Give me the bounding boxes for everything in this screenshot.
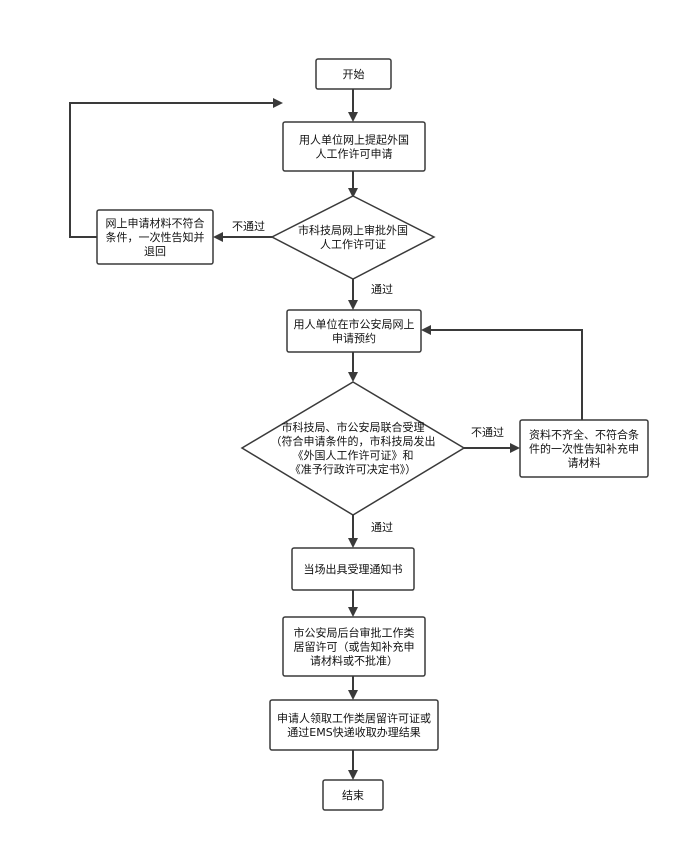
node-reserve: 用人单位在市公安局网上申请预约 bbox=[286, 309, 422, 353]
node-reject-text: 网上申请材料不符合条件，一次性告知并退回 bbox=[106, 216, 205, 258]
text-line: 市科技局网上审批外国 bbox=[298, 223, 408, 237]
node-apply-online-text: 用人单位网上提起外国人工作许可申请 bbox=[299, 133, 409, 161]
text-line: 当场出具受理通知书 bbox=[304, 562, 403, 576]
node-start-text: 开始 bbox=[343, 67, 365, 81]
node-collect: 申请人领取工作类居留许可证或通过EMS快递收取办理结果 bbox=[269, 699, 439, 751]
text-line: 请材料或不批准） bbox=[310, 654, 398, 668]
node-police-review: 市公安局后台审批工作类居留许可（或告知补充申请材料或不批准） bbox=[282, 616, 426, 677]
text-line: 居留许可（或告知补充申 bbox=[294, 640, 415, 654]
label-fail-joint: 不通过 bbox=[471, 426, 504, 439]
text-line: 市科技局、市公安局联合受理 bbox=[282, 420, 425, 434]
node-review-decision: 市科技局网上审批外国人工作许可证 bbox=[270, 195, 436, 280]
text-line: 条件，一次性告知并 bbox=[106, 230, 205, 244]
text-line: 用人单位在市公安局网上 bbox=[294, 317, 415, 331]
text-line: 结束 bbox=[342, 789, 364, 802]
node-notice: 当场出具受理通知书 bbox=[291, 547, 415, 591]
connectors bbox=[69, 89, 583, 780]
text-line: 人工作许可申请 bbox=[316, 148, 393, 161]
text-line: （符合申请条件的，市科技局发出 bbox=[271, 434, 436, 448]
node-notice-text: 当场出具受理通知书 bbox=[304, 562, 403, 576]
node-review-decision-text: 市科技局网上审批外国人工作许可证 bbox=[298, 223, 408, 251]
label-fail-review: 不通过 bbox=[232, 220, 265, 233]
node-reserve-text: 用人单位在市公安局网上申请预约 bbox=[294, 317, 415, 345]
edge-reject-loop-back bbox=[69, 98, 283, 238]
node-reject: 网上申请材料不符合条件，一次性告知并退回 bbox=[96, 209, 214, 265]
text-line: 网上申请材料不符合 bbox=[106, 216, 205, 230]
text-line: 人工作许可证 bbox=[320, 238, 386, 251]
edge-incomplete-loop-back bbox=[421, 325, 583, 420]
node-end: 结束 bbox=[322, 779, 384, 811]
text-line: 件的一次性告知补充申 bbox=[529, 442, 639, 456]
node-start: 开始 bbox=[315, 58, 392, 90]
text-line: 市公安局后台审批工作类 bbox=[294, 626, 415, 640]
node-joint-decision-text: 市科技局、市公安局联合受理（符合申请条件的，市科技局发出《外国人工作许可证》和《… bbox=[271, 420, 436, 476]
text-line: 请材料 bbox=[568, 456, 601, 470]
node-incomplete-text: 资料不齐全、不符合条件的一次性告知补充申请材料 bbox=[529, 428, 639, 470]
text-line: 退回 bbox=[144, 245, 166, 258]
text-line: 资料不齐全、不符合条 bbox=[529, 428, 639, 442]
node-collect-text: 申请人领取工作类居留许可证或通过EMS快递收取办理结果 bbox=[277, 711, 431, 739]
label-pass-joint: 通过 bbox=[371, 521, 393, 534]
text-line: 通过EMS快递收取办理结果 bbox=[287, 725, 420, 739]
node-joint-decision: 市科技局、市公安局联合受理（符合申请条件的，市科技局发出《外国人工作许可证》和《… bbox=[240, 381, 466, 516]
text-line: 用人单位网上提起外国 bbox=[299, 133, 409, 147]
node-police-review-text: 市公安局后台审批工作类居留许可（或告知补充申请材料或不批准） bbox=[294, 626, 415, 668]
node-incomplete: 资料不齐全、不符合条件的一次性告知补充申请材料 bbox=[519, 419, 649, 478]
node-end-text: 结束 bbox=[342, 789, 364, 802]
node-apply-online: 用人单位网上提起外国人工作许可申请 bbox=[282, 121, 426, 172]
text-line: 申请人领取工作类居留许可证或 bbox=[277, 711, 431, 725]
text-line: 开始 bbox=[343, 67, 365, 81]
text-line: 《外国人工作许可证》和 bbox=[293, 449, 414, 462]
label-pass-review: 通过 bbox=[371, 283, 393, 296]
text-line: 《准予行政许可决定书》） bbox=[290, 462, 417, 476]
text-line: 申请预约 bbox=[332, 332, 376, 345]
